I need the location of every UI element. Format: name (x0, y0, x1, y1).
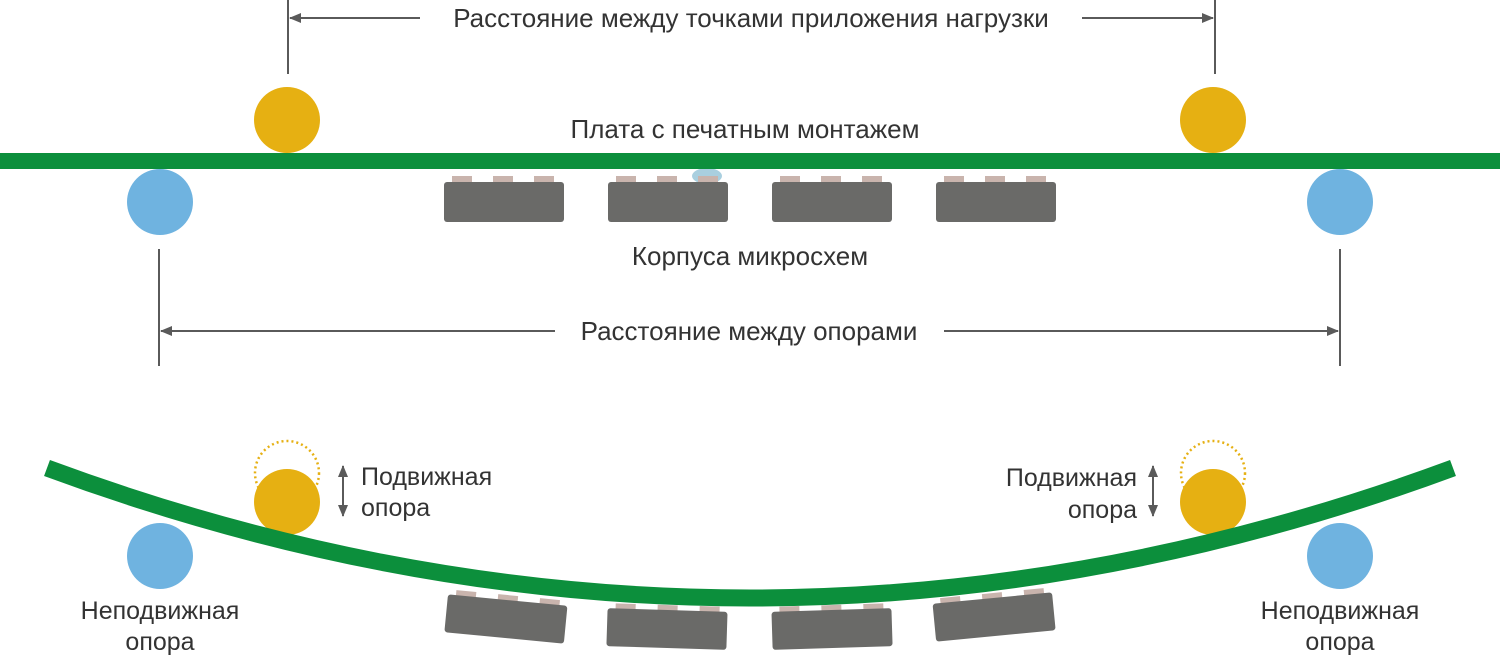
fixed-left-line2: опора (125, 628, 194, 656)
package-flat-4 (936, 176, 1056, 222)
movable-left-line2: опора (361, 494, 430, 522)
package-bent-4 (932, 588, 1056, 642)
support-roller-top-left (127, 169, 193, 235)
package-bent-3 (771, 603, 893, 650)
package-flat-2 (608, 176, 728, 222)
fixed-right-line2: опора (1305, 628, 1374, 656)
movable-right-line2: опора (1068, 496, 1137, 524)
package-bent-1 (444, 590, 568, 644)
pcb-label: Плата с печатным монтажем (571, 114, 920, 144)
fixed-support-label-right: Неподвижная опора (1261, 597, 1420, 656)
fixed-support-label-left: Неподвижная опора (81, 597, 240, 656)
package-flat-1 (444, 176, 564, 222)
packages-flat (444, 176, 1056, 222)
fixed-left-line1: Неподвижная (81, 597, 240, 625)
movable-support-label-right: Подвижная опора (1006, 464, 1137, 524)
package-flat-3 (772, 176, 892, 222)
movable-left-line1: Подвижная (361, 463, 492, 491)
package-bent-2 (606, 603, 728, 650)
support-span-dimension: Расстояние между опорами (158, 249, 1341, 366)
load-roller-bottom-right (1180, 469, 1246, 535)
pcb-board-bent (44, 460, 1456, 607)
packages-label: Корпуса микросхем (632, 241, 868, 271)
support-span-label: Расстояние между опорами (581, 316, 918, 346)
load-roller-top-left (254, 87, 320, 153)
movable-support-label-left: Подвижная опора (361, 463, 492, 522)
fixed-right-line1: Неподвижная (1261, 597, 1420, 625)
load-roller-top-right (1180, 87, 1246, 153)
load-span-dimension: Расстояние между точками приложения нагр… (287, 0, 1216, 74)
support-roller-top-right (1307, 169, 1373, 235)
load-roller-bottom-left (254, 469, 320, 535)
support-roller-bottom-right (1307, 523, 1373, 589)
pcb-board-flat (0, 153, 1500, 169)
packages-bent (444, 588, 1056, 650)
movable-right-line1: Подвижная (1006, 464, 1137, 492)
load-span-label: Расстояние между точками приложения нагр… (453, 3, 1049, 33)
support-roller-bottom-left (127, 523, 193, 589)
